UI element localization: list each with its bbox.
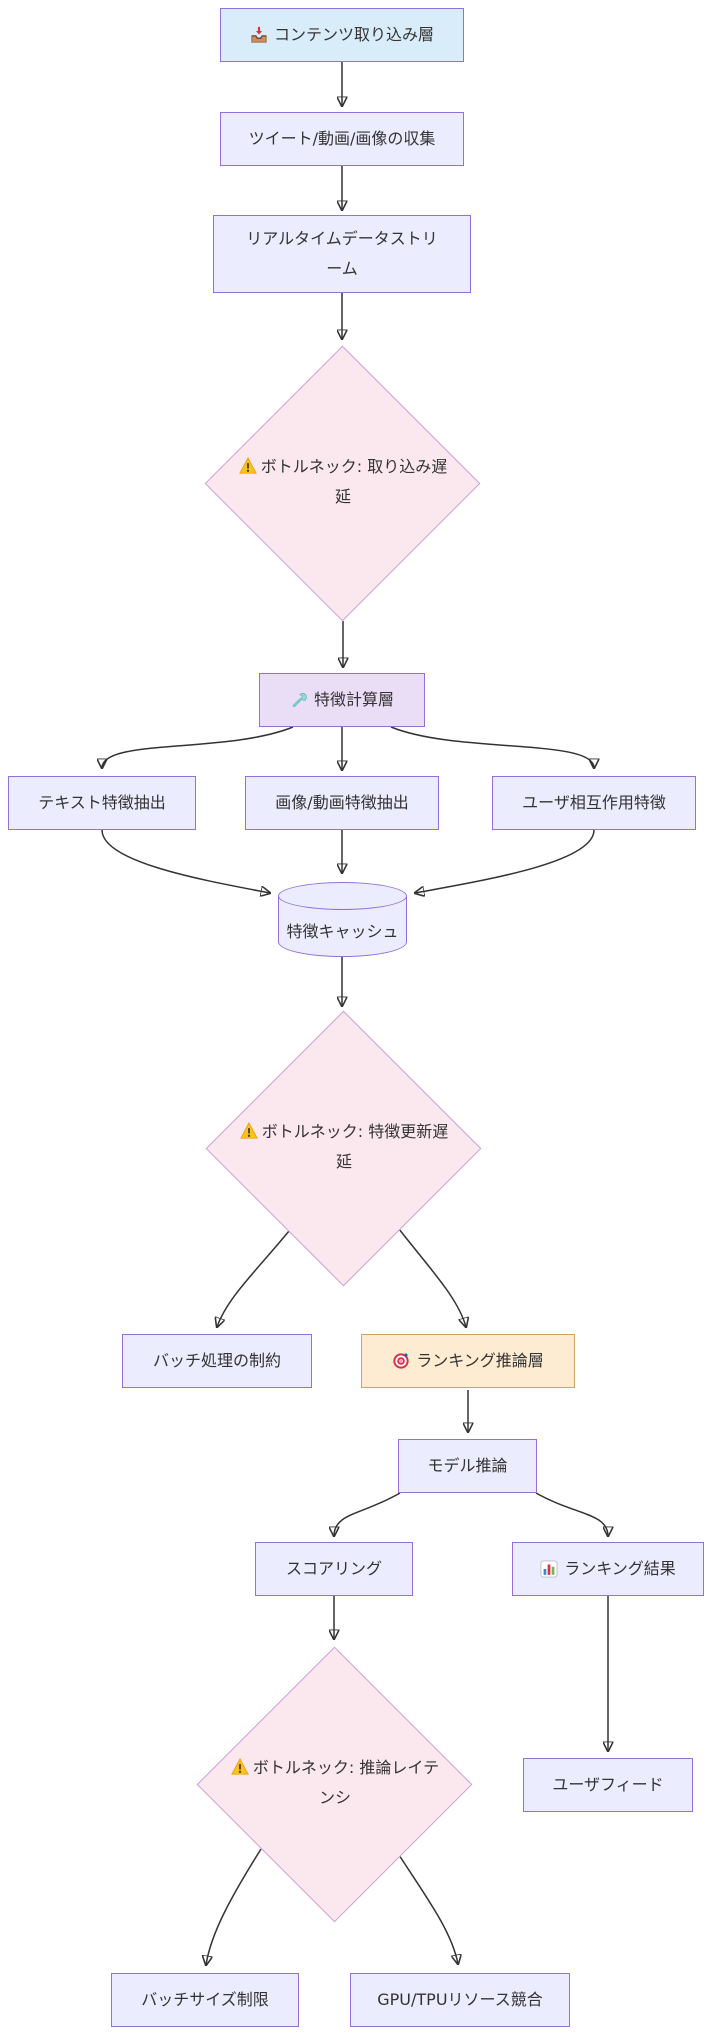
node-scoring: スコアリング bbox=[255, 1542, 413, 1596]
warning-icon bbox=[239, 1120, 258, 1139]
node-collect: ツイート/動画/画像の収集 bbox=[220, 112, 464, 166]
edge-bottleneck3-to-batchsize bbox=[206, 1848, 262, 1965]
node-feature-cache: 特徴キャッシュ bbox=[278, 882, 407, 957]
node-model-inference: モデル推論 bbox=[398, 1439, 537, 1493]
warning-icon bbox=[238, 455, 257, 474]
node-bottleneck-feature-label: ボトルネック: 特徴更新遅延 bbox=[238, 1117, 450, 1177]
wrench-icon bbox=[290, 691, 308, 709]
edge-feature-to-interaction bbox=[390, 726, 594, 768]
warning-icon bbox=[231, 1756, 249, 1775]
node-batch-size-limit: バッチサイズ制限 bbox=[111, 1973, 299, 2027]
node-batch-constraint: バッチ処理の制約 bbox=[122, 1334, 312, 1388]
node-content-ingest-layer: コンテンツ取り込み層 bbox=[220, 8, 464, 62]
node-text-features: テキスト特徴抽出 bbox=[8, 776, 196, 830]
node-ranking-results: ランキング結果 bbox=[512, 1542, 704, 1596]
edge-interaction-to-cache bbox=[415, 829, 595, 893]
edge-model-to-results bbox=[535, 1492, 608, 1536]
node-feature-layer: 特徴計算層 bbox=[259, 673, 425, 727]
edge-bottleneck2-to-ranking bbox=[398, 1228, 466, 1327]
edge-feature-to-text bbox=[102, 726, 294, 768]
dartboard-icon bbox=[392, 1352, 410, 1370]
node-interaction-features: ユーザ相互作用特徴 bbox=[492, 776, 696, 830]
cylinder-top bbox=[278, 882, 407, 910]
node-ranking-layer: ランキング推論層 bbox=[361, 1334, 575, 1388]
node-realtime-stream: リアルタイムデータストリーム bbox=[213, 215, 471, 293]
edge-bottleneck3-to-gputpu bbox=[398, 1854, 458, 1964]
node-user-feed: ユーザフィード bbox=[523, 1758, 693, 1812]
edge-model-to-scoring bbox=[334, 1492, 401, 1536]
node-bottleneck-inference-label: ボトルネック: 推論レイテンシ bbox=[229, 1753, 441, 1813]
node-gpu-tpu-contention: GPU/TPUリソース競合 bbox=[350, 1973, 570, 2027]
node-bottleneck-ingest-label: ボトルネック: 取り込み遅延 bbox=[237, 452, 449, 512]
inbox-tray-icon bbox=[250, 26, 268, 44]
bar-chart-icon bbox=[540, 1560, 558, 1578]
node-media-features: 画像/動画特徴抽出 bbox=[245, 776, 439, 830]
edge-bottleneck2-to-batch bbox=[217, 1230, 290, 1327]
node-feature-cache-label: 特徴キャッシュ bbox=[286, 922, 399, 941]
edge-text-to-cache bbox=[101, 829, 270, 893]
